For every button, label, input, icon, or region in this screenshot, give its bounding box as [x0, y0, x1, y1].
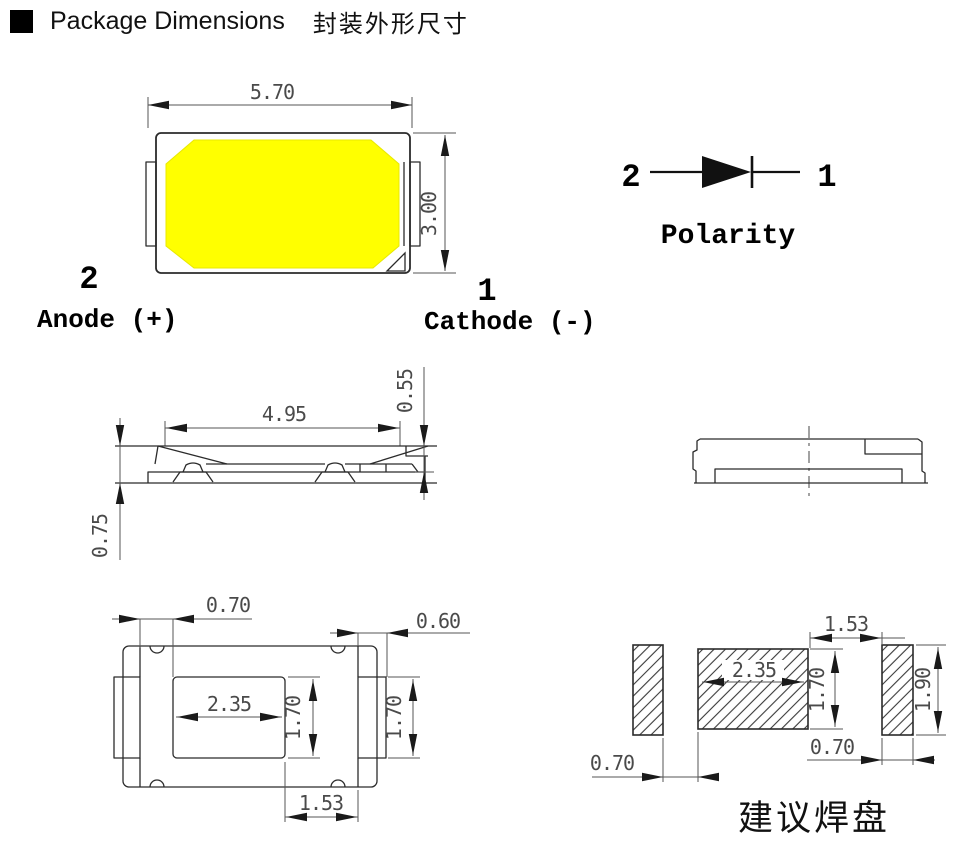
right-electrode-tab — [409, 161, 421, 247]
diode-symbol — [702, 156, 751, 188]
solder-pad-view: 1.53 2.35 1.70 1.90 — [590, 612, 946, 839]
solder-pad-caption: 建议焊盘 — [738, 799, 890, 839]
polarity-pin2: 2 — [621, 159, 640, 196]
dim-side-height: 0.75 — [88, 514, 112, 558]
pin2-number: 2 — [79, 261, 98, 298]
cathode-label: Cathode (-) — [424, 307, 596, 337]
left-electrode-tab — [145, 161, 157, 247]
side-view: 4.95 0.55 0.75 — [88, 367, 437, 560]
solder-pad-right — [881, 644, 914, 736]
top-view: 5.70 3.00 2 Anode (+) 1 Cathode (-) — [37, 80, 596, 337]
dim-outer-pad-width: 0.70 — [810, 735, 854, 759]
dim-side-lip: 0.55 — [393, 369, 417, 413]
dim-thermal-width: 2.35 — [207, 692, 251, 716]
cathode-chamfer-mark — [385, 251, 406, 272]
pin1-number: 1 — [477, 273, 496, 310]
solder-pad-left — [632, 644, 664, 736]
dim-lead-gap: 0.70 — [206, 593, 250, 617]
dim-thermal-height: 1.70 — [281, 696, 305, 740]
dim-thermal-lead-gap: 1.53 — [299, 791, 343, 815]
dim-pad-width: 0.60 — [416, 609, 460, 633]
polarity-caption: Polarity — [661, 221, 796, 252]
dim-outer-pad-height: 1.90 — [911, 668, 935, 712]
dim-pad-gap-left: 0.70 — [590, 751, 634, 775]
dim-top-width: 5.70 — [250, 80, 294, 104]
end-view — [692, 426, 928, 497]
section-bullet-icon — [10, 10, 33, 33]
polarity-pin1: 1 — [817, 159, 836, 196]
dim-center-pad-height: 1.70 — [805, 668, 829, 712]
dim-center-pad-width: 2.35 — [732, 658, 776, 682]
page-title-chinese: 封装外形尺寸 — [312, 10, 469, 38]
bottom-left-pad — [113, 676, 141, 759]
polarity-diagram: 2 1 Polarity — [621, 156, 837, 252]
dim-side-width: 4.95 — [262, 402, 306, 426]
bottom-view: 0.70 0.60 2.35 1.70 — [112, 593, 470, 822]
bottom-right-pad — [357, 676, 387, 759]
page-title: Package Dimensions — [50, 7, 285, 35]
thermal-pad — [172, 676, 286, 759]
section-header: Package Dimensions 封装外形尺寸 — [10, 4, 469, 39]
dim-lead-height: 1.70 — [382, 696, 406, 740]
emitting-area — [165, 139, 400, 269]
anode-label: Anode (+) — [37, 305, 177, 335]
dim-top-height: 3.00 — [417, 192, 441, 236]
dim-pad-pitch: 1.53 — [824, 612, 868, 636]
